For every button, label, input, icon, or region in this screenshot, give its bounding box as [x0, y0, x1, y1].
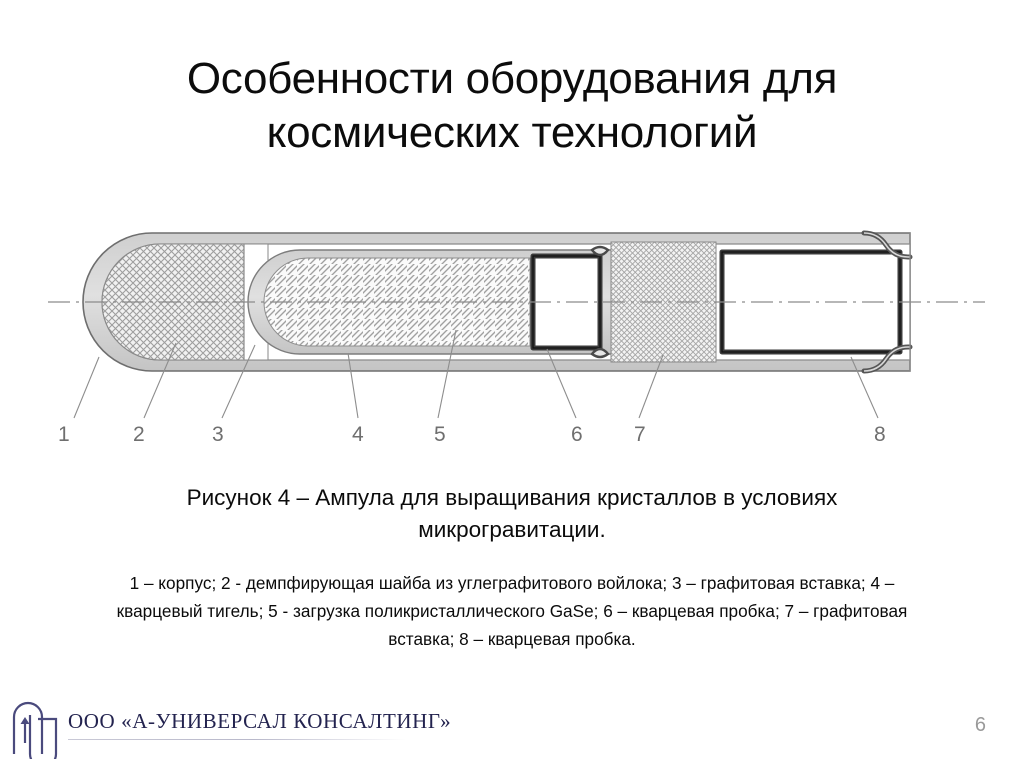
leader-line-5 [437, 329, 457, 419]
callout-number-1: 1 [58, 423, 70, 446]
figure-legend: 1 – корпус; 2 - демпфирующая шайба из уг… [116, 573, 908, 649]
leader-line-8 [850, 356, 879, 419]
callout-number-7: 7 [634, 423, 646, 446]
company-logo [8, 697, 66, 767]
company-name: ООО «А-УНИВЕРСАЛ КОНСАЛТИНГ» [68, 709, 452, 733]
callout-number-5: 5 [434, 423, 446, 446]
page-number: 6 [974, 714, 986, 736]
page-title: Особенности оборудования для космических… [186, 54, 838, 157]
quartz-plug-8 [719, 249, 903, 355]
figure-caption: Рисунок 4 – Ампула для выращивания крист… [186, 485, 838, 542]
callout-number-8: 8 [874, 423, 886, 446]
callout-number-4: 4 [352, 423, 364, 446]
arrow-loop-logo-icon [12, 701, 58, 767]
callout-number-6: 6 [571, 423, 583, 446]
ampoule-cross-section-svg [48, 230, 985, 419]
graphite-insert-7 [610, 241, 717, 363]
callout-number-2: 2 [133, 423, 145, 446]
plug-seal-bump-bottom [590, 347, 610, 359]
callout-number-3: 3 [212, 423, 224, 446]
leader-line-3 [221, 344, 256, 419]
leader-line-7 [638, 354, 664, 419]
footer-company-block: ООО «А-УНИВЕРСАЛ КОНСАЛТИНГ» [68, 709, 468, 740]
leader-line-4 [347, 352, 359, 419]
leader-line-1 [73, 356, 100, 419]
leader-line-2 [143, 342, 177, 419]
figure-ampoule-diagram [0, 220, 1024, 460]
footer-divider [68, 739, 406, 740]
plug-seal-bump-top [590, 245, 610, 257]
callout-leader-lines [73, 329, 879, 419]
leader-line-6 [546, 348, 577, 419]
